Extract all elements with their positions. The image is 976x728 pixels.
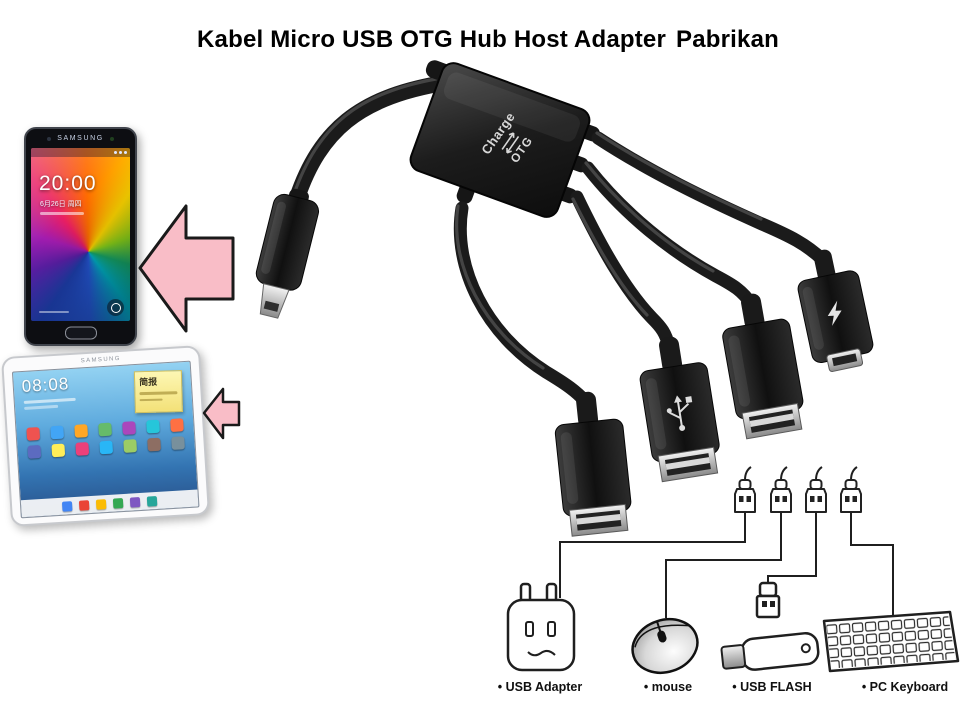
- transfer-arrows-icon: [501, 132, 520, 154]
- usb-plug-icon: [805, 466, 827, 513]
- label-mouse: • mouse: [643, 680, 693, 694]
- connection-line-keyboard: [850, 512, 894, 616]
- micro-usb-male-connector: [255, 188, 320, 319]
- usb-trident-icon: [666, 395, 693, 431]
- otg-hub-body: Charge OTG: [409, 60, 600, 218]
- label-usb-flash: • USB FLASH: [732, 680, 812, 694]
- usb-port-2: [633, 331, 725, 484]
- usb-flash-icon: [720, 581, 820, 671]
- home-button: [64, 326, 97, 339]
- lockscreen-text-bar: [40, 212, 84, 215]
- sensor-icon: [109, 136, 114, 141]
- port-cable-3: [581, 161, 758, 311]
- phone-brand: SAMSUNG: [57, 135, 104, 142]
- connection-line-mouse: [665, 512, 782, 618]
- port-cable-4: [591, 131, 830, 267]
- connection-line-usb-flash: [767, 512, 817, 583]
- phone-top-bezel: SAMSUNG: [26, 129, 135, 148]
- usb-plug-icon: [734, 466, 756, 513]
- front-camera-icon: [47, 136, 52, 141]
- pc-keyboard-icon: [822, 610, 960, 673]
- title-main: Kabel Micro USB OTG Hub Host Adapter: [197, 26, 667, 54]
- smartphone: SAMSUNG 20:00 6月26日 周四: [24, 127, 137, 346]
- mouse-icon: [631, 618, 699, 674]
- label-pc-keyboard: • PC Keyboard: [861, 680, 949, 694]
- small-left-arrow-icon: [202, 387, 241, 440]
- title-suffix: Pabrikan: [676, 26, 779, 54]
- lockscreen-text-bar: [39, 310, 69, 313]
- label-usb-adapter: • USB Adapter: [497, 680, 583, 694]
- usb-adapter-icon: [506, 582, 576, 672]
- charge-bolt-icon: [827, 300, 842, 326]
- phone-date: 6月26日 周四: [40, 201, 82, 208]
- usb-port-1: [550, 387, 635, 538]
- main-cable: [289, 76, 446, 206]
- connection-line-usb-adapter: [559, 512, 746, 598]
- phone-clock: 20:00: [39, 172, 97, 195]
- camera-icon: [107, 299, 124, 316]
- page-title: Kabel Micro USB OTG Hub Host Adapter Pabr…: [0, 26, 976, 54]
- big-left-arrow-icon: [138, 204, 235, 333]
- port-cable-1: [453, 201, 593, 409]
- usb-plug-icon: [770, 466, 792, 513]
- usb-port-3: [715, 287, 809, 441]
- usb-plug-icon: [840, 466, 862, 513]
- phone-screen: 20:00 6月26日 周四: [31, 148, 130, 321]
- micro-usb-charge-port: [797, 249, 874, 373]
- phone-bottom-bezel: [26, 321, 135, 344]
- phone-status-bar: [31, 148, 130, 157]
- port-cable-2: [570, 190, 676, 354]
